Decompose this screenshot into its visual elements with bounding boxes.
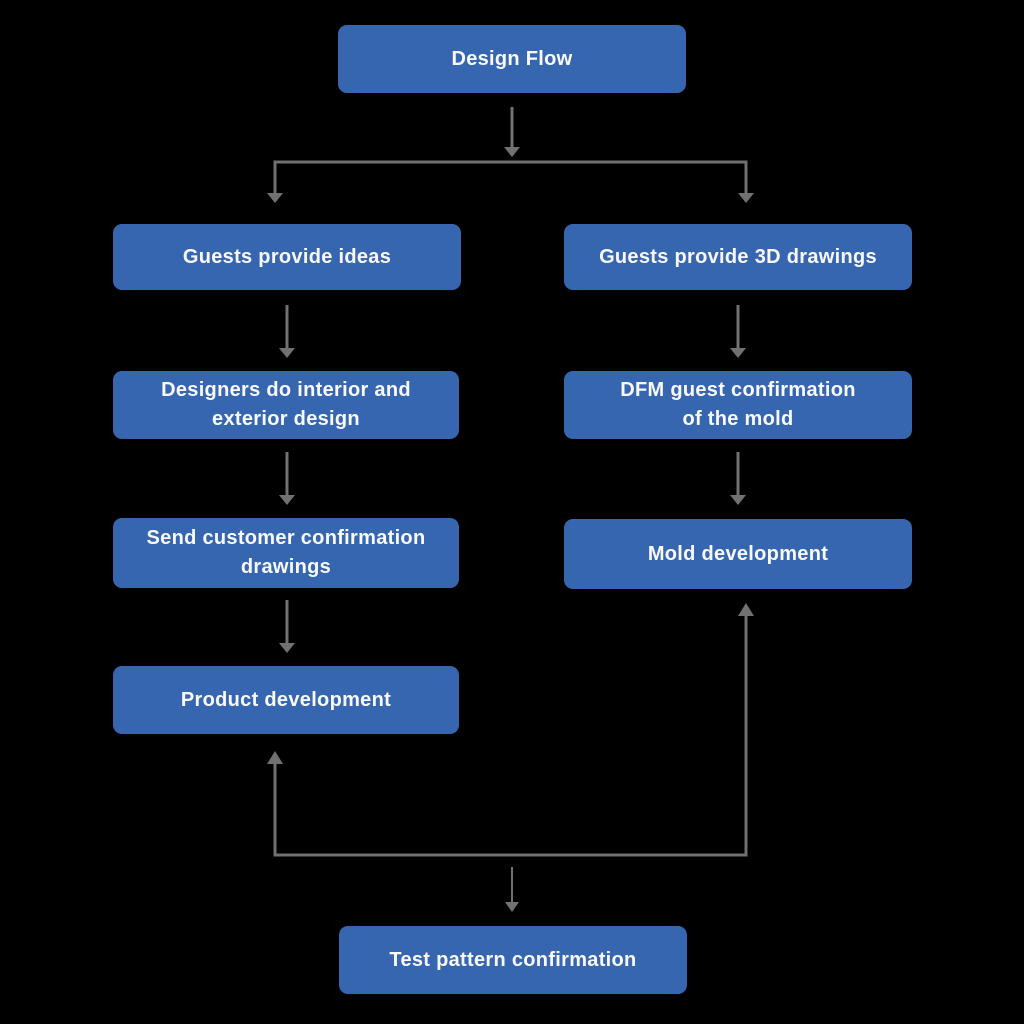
arrow-send-to-product	[279, 600, 295, 653]
node-dfm-guest-confirmation-label: DFM guest confirmation of the mold	[620, 379, 856, 430]
node-send-customer-confirmation-drawings: Send customer confirmation drawings	[113, 518, 459, 588]
arrow-3d-to-dfm	[730, 305, 746, 358]
node-mold-development: Mold development	[564, 519, 912, 589]
node-product-development-label: Product development	[180, 688, 392, 711]
node-product-development: Product development	[113, 666, 459, 734]
split-connector	[267, 160, 754, 203]
node-guests-provide-3d-drawings-label: Guests provide 3D drawings	[599, 245, 877, 268]
node-designers-interior-exterior-label: Designers do interior and exterior desig…	[161, 379, 411, 430]
node-test-pattern-confirmation: Test pattern confirmation	[339, 926, 687, 994]
node-guests-provide-ideas: Guests provide ideas	[113, 224, 461, 290]
node-design-flow: Design Flow	[338, 25, 686, 93]
node-test-pattern-confirmation-label: Test pattern confirmation	[389, 948, 637, 971]
node-guests-provide-ideas-label: Guests provide ideas	[182, 245, 392, 268]
node-guests-provide-3d-drawings: Guests provide 3D drawings	[564, 224, 912, 290]
node-mold-development-label: Mold development	[647, 542, 829, 565]
node-send-customer-confirmation-drawings-label: Send customer confirmation drawings	[146, 527, 426, 578]
node-designers-interior-exterior: Designers do interior and exterior desig…	[113, 371, 459, 439]
arrow-design-flow-down	[504, 107, 520, 157]
junction-connector	[267, 603, 754, 912]
arrow-dfm-to-mold	[730, 452, 746, 505]
node-dfm-guest-confirmation: DFM guest confirmation of the mold	[564, 371, 912, 439]
arrow-ideas-to-designers	[279, 305, 295, 358]
arrow-designers-to-send	[279, 452, 295, 505]
node-design-flow-label: Design Flow	[451, 47, 573, 70]
